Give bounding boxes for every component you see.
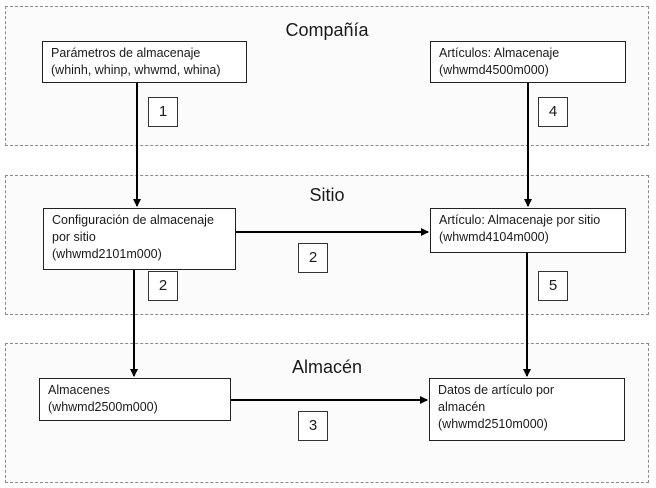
box-item-data-by-warehouse: Datos de artículo por almacén (whwmd2510… <box>429 378 625 441</box>
section-company-title: Compañía <box>285 20 369 40</box>
step-2-vertical-label: 2 <box>148 271 178 301</box>
box-warehouses: Almacenes (whwmd2500m000) <box>39 378 231 421</box>
step-1-label: 1 <box>148 97 178 127</box>
section-site-title: Sitio <box>309 185 345 205</box>
box-items-storage: Artículos: Almacenaje (whwmd4500m000) <box>430 41 626 83</box>
box-site-storage-config: Configuración de almacenaje por sitio (w… <box>43 208 236 270</box>
step-2-horizontal-label: 2 <box>298 243 328 273</box>
step-3-label: 3 <box>298 411 328 441</box>
box-item-storage-by-site: Artículo: Almacenaje por sitio (whwmd410… <box>430 208 626 253</box>
box-storage-parameters: Parámetros de almacenaje (whinh, whinp, … <box>42 41 247 83</box>
section-warehouse-title: Almacén <box>291 357 363 377</box>
step-5-label: 5 <box>538 271 568 301</box>
step-4-label: 4 <box>538 97 568 127</box>
